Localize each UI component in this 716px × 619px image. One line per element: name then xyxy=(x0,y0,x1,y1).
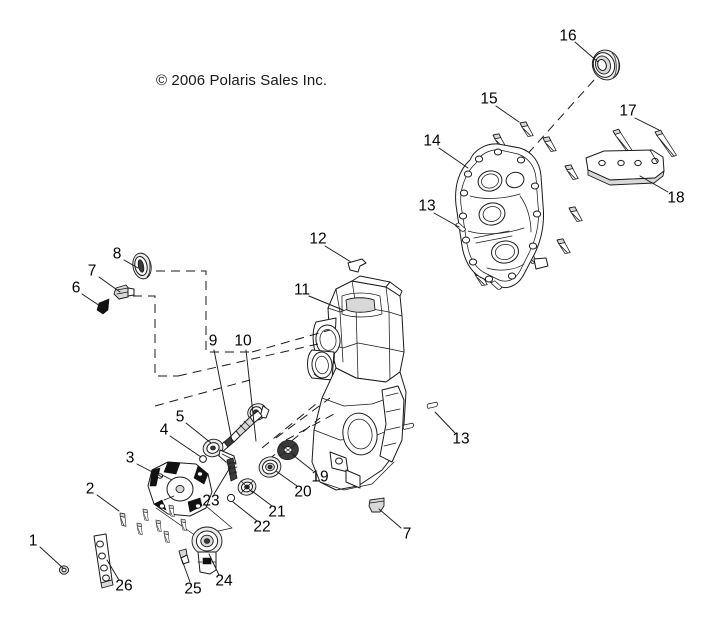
callout-shift-detent-assembly[interactable]: 24 xyxy=(215,572,233,590)
callout-bracket-bolt[interactable]: 17 xyxy=(619,102,637,120)
part-22-snap-ring xyxy=(226,493,236,503)
callout-dowel-pin[interactable]: 13 xyxy=(418,197,436,215)
copyright-notice: © 2006 Polaris Sales Inc. xyxy=(156,72,328,89)
callout-washer[interactable]: 21 xyxy=(268,503,286,521)
part-18-mounting-bracket xyxy=(585,149,665,186)
part-6-wedge xyxy=(96,298,110,315)
callout-main-transmission-case[interactable]: 11 xyxy=(293,281,311,299)
callout-ball-detent[interactable]: 4 xyxy=(159,421,169,439)
part-3-shift-housing xyxy=(147,461,233,537)
callout-bearing[interactable]: 19 xyxy=(311,468,329,486)
part-7-drain-plug-lower xyxy=(368,497,385,513)
part-12-dowel xyxy=(347,258,367,273)
callout-mounting-bracket[interactable]: 18 xyxy=(667,189,685,207)
part-14-gearcase-cover xyxy=(455,143,549,289)
leader-lines xyxy=(39,41,669,583)
callout-nut[interactable]: 1 xyxy=(28,532,38,550)
part-8-oil-seal xyxy=(132,252,152,280)
part-21-washer xyxy=(237,478,257,496)
callout-dowel-pin[interactable]: 12 xyxy=(309,230,327,248)
callout-cover-bolt[interactable]: 15 xyxy=(480,90,498,108)
callout-snap-ring[interactable]: 22 xyxy=(253,518,271,536)
callout-shift-arm[interactable]: 5 xyxy=(175,408,185,426)
callout-drain-plug[interactable]: 7 xyxy=(87,262,97,280)
part-24-detent-assembly xyxy=(191,526,223,575)
part-20-bearing xyxy=(258,456,282,478)
callout-oil-seal[interactable]: 8 xyxy=(112,245,122,263)
callout-bearing[interactable]: 20 xyxy=(294,483,312,501)
part-16-bearing xyxy=(591,49,621,81)
part-23-detent-spring xyxy=(226,457,238,482)
part-7-plug-upper xyxy=(113,284,135,300)
callout-shift-link-plate[interactable]: 26 xyxy=(115,577,133,595)
callout-detent-bolt[interactable]: 25 xyxy=(184,580,202,598)
callout-wedge-pointer[interactable]: 6 xyxy=(71,279,81,297)
part-26-link-plate xyxy=(93,533,114,589)
callout-bearing[interactable]: 16 xyxy=(559,27,577,45)
callout-flange-bolt[interactable]: 2 xyxy=(85,480,95,498)
callout-shift-housing-cover[interactable]: 3 xyxy=(125,449,135,467)
part-1-nut xyxy=(58,565,70,575)
assembly-dashed-lines xyxy=(118,270,335,461)
callout-detent-spring[interactable]: 23 xyxy=(202,492,220,510)
part-25-detent-bolt xyxy=(178,548,190,565)
callout-shift-shaft-collar[interactable]: 10 xyxy=(234,332,252,350)
callout-dowel-pin[interactable]: 13 xyxy=(452,430,470,448)
part-13-dowel-right xyxy=(426,400,439,411)
callout-shift-shaft[interactable]: 9 xyxy=(208,332,218,350)
callout-drain-plug[interactable]: 7 xyxy=(402,525,412,543)
part-11-main-case xyxy=(307,275,407,491)
callout-gearcase-cover[interactable]: 14 xyxy=(423,132,441,150)
